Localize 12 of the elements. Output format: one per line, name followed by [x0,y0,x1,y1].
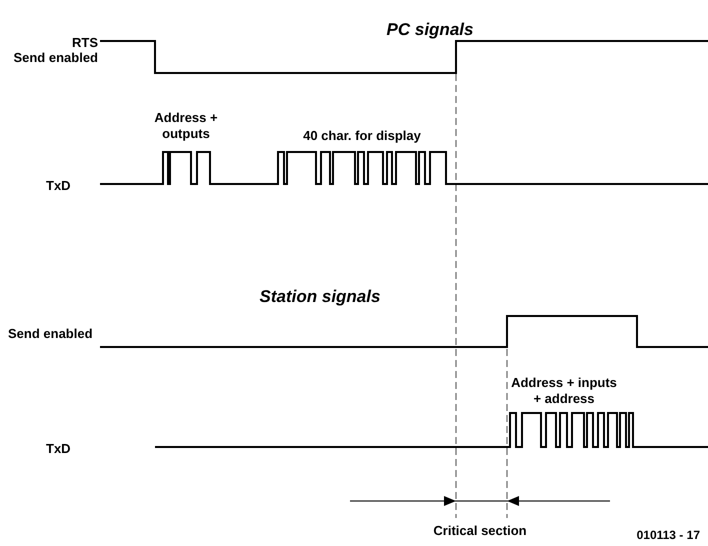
signal-label: RTS [72,35,98,51]
signal-label: Send enabled [13,50,98,66]
signal-label: TxD [46,178,71,194]
section-title: Station signals [260,287,380,307]
annotation: 40 char. for display [303,128,421,144]
dimension-label: Critical section [433,523,527,539]
annotation: Address + outputs [153,110,219,142]
figure-number: 010113 - 17 [636,528,700,543]
annotation: Address + inputs + address [510,375,618,407]
section-title: PC signals [386,20,474,40]
signal-label: Send enabled [8,326,93,342]
signal-label: TxD [46,441,71,457]
